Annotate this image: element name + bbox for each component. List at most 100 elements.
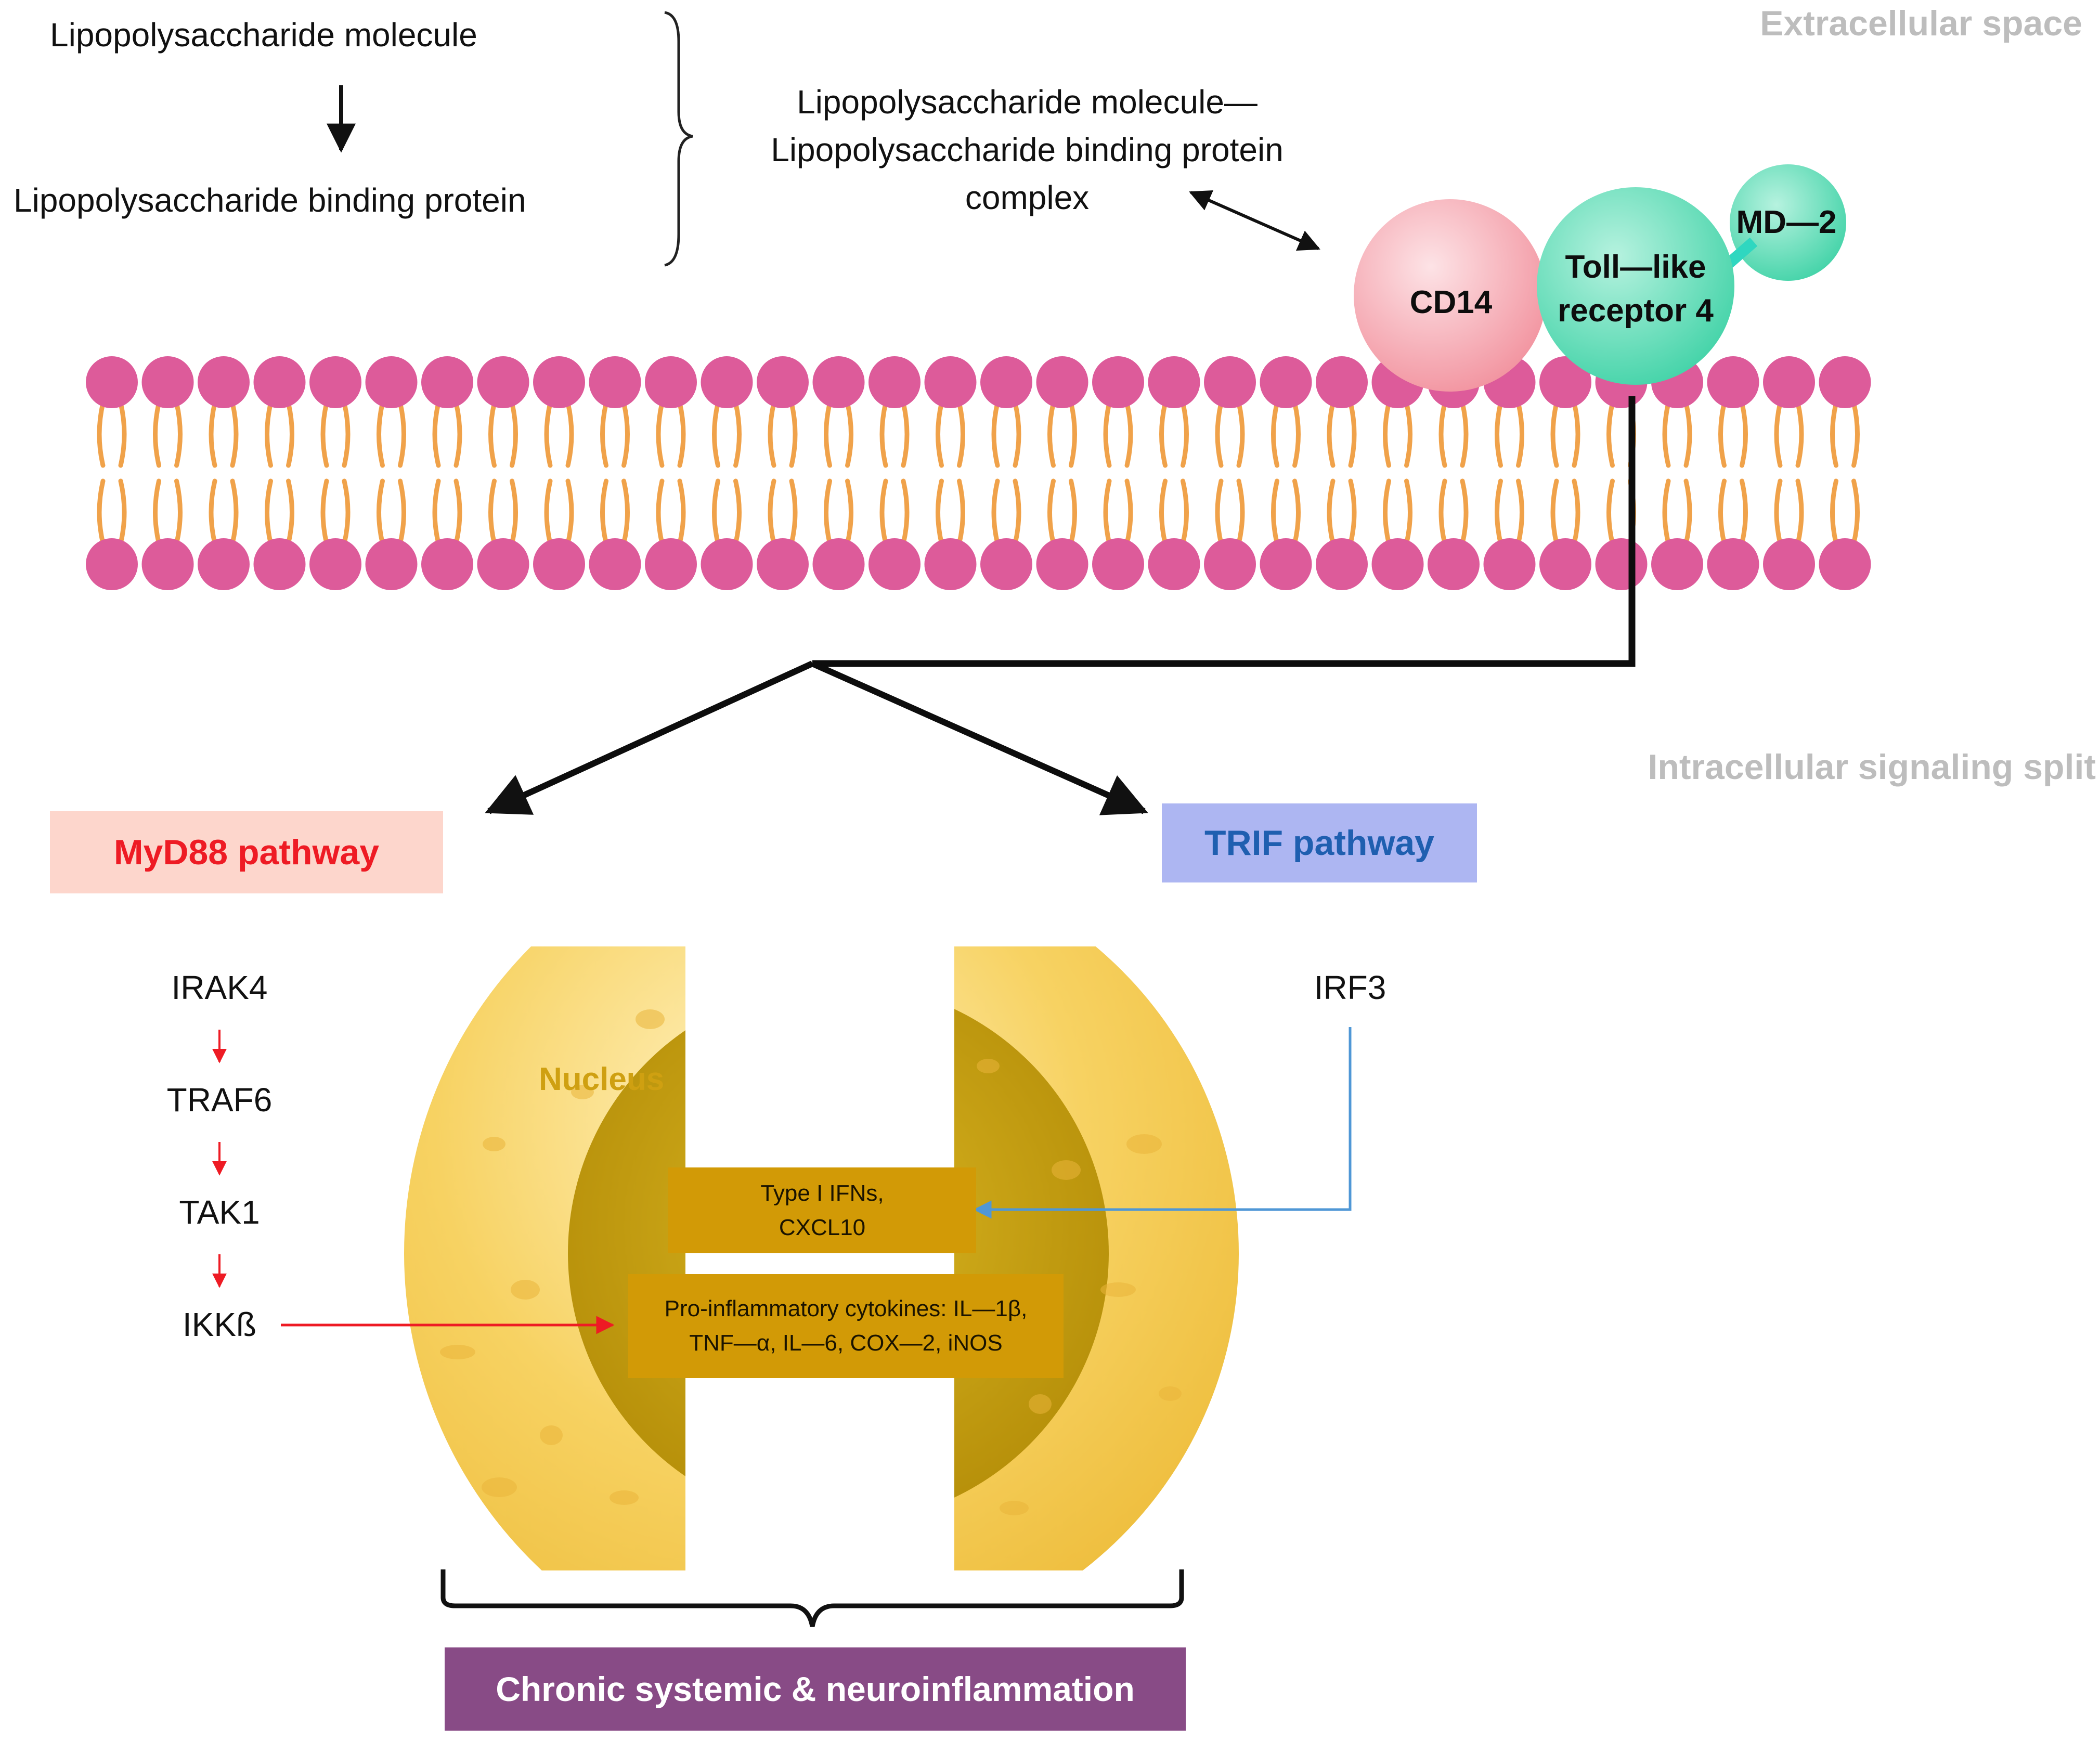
tlr4-line-2: receptor 4 — [1558, 292, 1714, 329]
phospholipid-head — [253, 356, 306, 408]
intracellular-signaling-label: Intracellular signaling split — [1648, 747, 2096, 787]
lipid-tail — [1159, 400, 1168, 468]
cascade-traf6: TRAF6 — [166, 1081, 273, 1119]
lipid-tail — [1181, 478, 1189, 546]
lipid-tail — [1069, 400, 1077, 468]
lipid-tail — [97, 400, 106, 468]
lipid-tail — [209, 478, 217, 546]
lipid-tail — [936, 478, 944, 546]
phospholipid-head — [757, 356, 809, 408]
lipid-tail — [1795, 478, 1804, 546]
lipid-tail — [230, 478, 239, 546]
lipid-tail — [398, 478, 406, 546]
lipid-tail — [1795, 400, 1804, 468]
phospholipid-head — [365, 356, 418, 408]
phospholipid-head — [198, 356, 250, 408]
arrow-to-myd88 — [485, 660, 814, 815]
phospholipid-head — [1819, 356, 1871, 408]
nucleus-spot — [610, 1490, 639, 1505]
lipid-tail — [1718, 478, 1727, 546]
lipid-tail — [1236, 400, 1245, 468]
tlr4-label: Toll—like receptor 4 — [1537, 245, 1734, 332]
lipid-tail — [265, 478, 273, 546]
outcome-label: Chronic systemic & neuroinflammation — [496, 1670, 1135, 1708]
lipid-tail — [565, 478, 574, 546]
lipid-tail — [1124, 400, 1133, 468]
phospholipid-head — [1539, 538, 1591, 590]
lipid-tail — [824, 478, 832, 546]
phospholipid-head — [1483, 538, 1536, 590]
phospholipid-head — [309, 538, 361, 590]
phospholipid-head — [812, 538, 865, 590]
lbp-label: Lipopolysaccharide binding protein — [14, 181, 526, 219]
phospholipid-head — [1539, 356, 1591, 408]
tlr4-signal-line — [812, 396, 1636, 667]
lipid-tail — [1662, 400, 1671, 468]
phospholipid-head — [309, 356, 361, 408]
phospholipid-head — [1148, 356, 1200, 408]
lipid-tail — [768, 478, 776, 546]
lipid-tail — [901, 400, 910, 468]
lipid-tail — [1830, 478, 1838, 546]
cascade-irak4: IRAK4 — [171, 969, 268, 1006]
lipid-tail — [1047, 400, 1056, 468]
lipid-tail — [1215, 478, 1224, 546]
lipid-tail — [1327, 478, 1336, 546]
lipid-tail — [845, 478, 853, 546]
extracellular-space-label: Extracellular space — [1760, 4, 2082, 43]
outcome-box: Chronic systemic & neuroinflammation — [445, 1647, 1186, 1731]
phospholipid-head — [757, 538, 809, 590]
lipid-tail — [174, 400, 183, 468]
lipid-tail — [1683, 400, 1692, 468]
lipid-tail — [1740, 478, 1748, 546]
lipid-tail — [712, 478, 720, 546]
lipid-tail — [118, 400, 127, 468]
lipid-tail — [153, 400, 161, 468]
lipid-tail — [1292, 400, 1301, 468]
complex-line-3: complex — [965, 179, 1090, 216]
cascade-ikkb: IKKß — [182, 1306, 257, 1343]
phospholipid-head — [1595, 538, 1648, 590]
phospholipid-head — [1651, 538, 1703, 590]
lipid-tail — [544, 400, 553, 468]
phospholipid-head — [1707, 356, 1759, 408]
lipid-tail — [1159, 478, 1168, 546]
lipid-tail — [209, 400, 217, 468]
type1-line-2: CXCL10 — [779, 1214, 866, 1240]
lipid-tail — [901, 478, 910, 546]
lipid-tail — [1718, 400, 1727, 468]
lipid-tail — [1383, 400, 1391, 468]
lipid-tail — [936, 400, 944, 468]
complex-line-2: Lipopolysaccharide binding protein — [771, 131, 1284, 168]
molecule-bracket — [664, 11, 693, 267]
trif-pathway-box: TRIF pathway — [1162, 803, 1477, 882]
lipid-tail — [1271, 400, 1279, 468]
complex-receptor-arrow — [1189, 190, 1320, 251]
lipid-tail — [153, 478, 161, 546]
phospholipid-head — [1707, 538, 1759, 590]
irf3-to-nucleus-arrow — [973, 1027, 1352, 1219]
cd14-circle — [1354, 199, 1546, 392]
phospholipid-head — [980, 538, 1032, 590]
tlr4-circle — [1537, 187, 1734, 385]
lipid-tail — [453, 400, 462, 468]
phospholipid-head — [1819, 538, 1871, 590]
lipid-tail — [286, 400, 294, 468]
lipid-tail — [789, 400, 798, 468]
lipid-tail — [230, 400, 239, 468]
phospholipid-head — [141, 538, 194, 590]
nucleus-spot — [1000, 1501, 1029, 1515]
phospholipid-head — [477, 356, 529, 408]
myd88-pathway-label: MyD88 pathway — [113, 833, 380, 872]
phospholipid-head — [533, 538, 585, 590]
cascade-irf3: IRF3 — [1314, 969, 1386, 1006]
lipid-tail — [768, 400, 776, 468]
lipid-tail — [1069, 478, 1077, 546]
phospholipid-head — [1428, 538, 1480, 590]
phospholipid-head — [1260, 356, 1312, 408]
outcome-brace — [440, 1569, 1184, 1627]
lipid-tail — [510, 478, 518, 546]
nucleus-spot — [1029, 1394, 1052, 1414]
lipid-tail — [265, 400, 273, 468]
